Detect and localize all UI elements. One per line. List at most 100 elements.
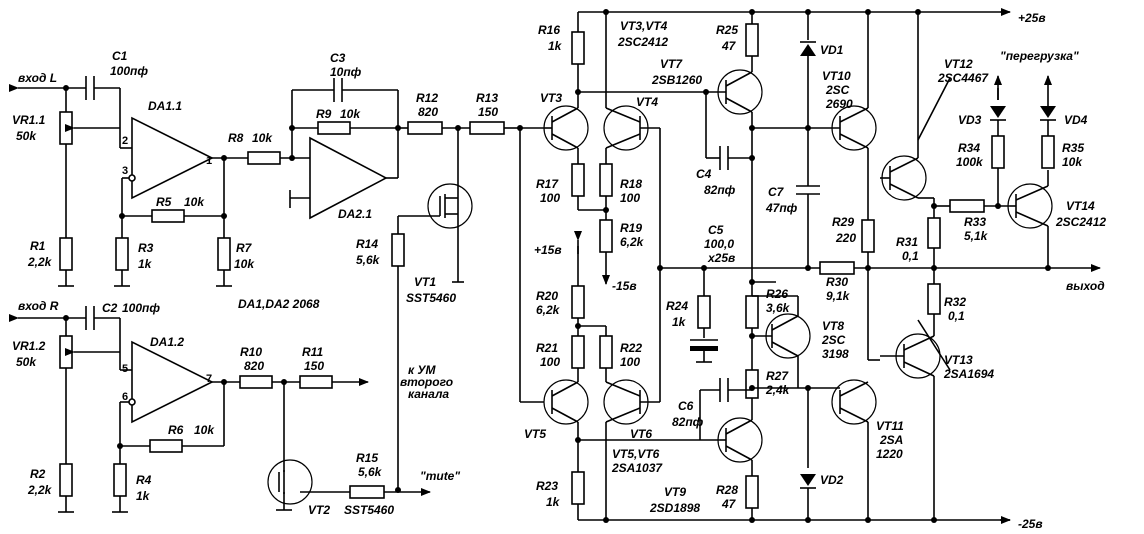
vt14-value: 2SC2412 xyxy=(1055,215,1106,229)
r13-label: R13 xyxy=(476,91,498,105)
mute-label: "mute" xyxy=(420,469,460,483)
vr11-value: 50k xyxy=(16,129,37,143)
labels: вход L вход R выход +25в -25в +15в -15в … xyxy=(12,11,1106,531)
r14-value: 5,6k xyxy=(356,253,381,267)
vd2-label: VD2 xyxy=(820,473,844,487)
c6-label: C6 xyxy=(678,399,694,413)
r6-value: 10k xyxy=(194,423,215,437)
r24-value: 1k xyxy=(672,315,687,329)
r30-value: 9,1k xyxy=(826,289,851,303)
vt11-value1: 2SA xyxy=(879,433,903,447)
r26-label: R26 xyxy=(766,287,788,301)
r12-label: R12 xyxy=(416,91,438,105)
r35-label: R35 xyxy=(1062,141,1084,155)
input-left-label: вход L xyxy=(18,71,57,85)
c5-label: C5 xyxy=(708,223,724,237)
r22-label: R22 xyxy=(620,341,642,355)
c3-label: C3 xyxy=(330,51,346,65)
r34-value: 100k xyxy=(956,155,984,169)
vt11-value2: 1220 xyxy=(876,447,903,461)
input-right-label: вход R xyxy=(18,299,59,313)
pin7: 7 xyxy=(206,373,212,385)
vt13-label: VT13 xyxy=(944,353,973,367)
c5-value2: x25в xyxy=(707,251,735,265)
r4-value: 1k xyxy=(136,489,151,503)
da21-label: DA2.1 xyxy=(338,207,372,221)
r16-value: 1k xyxy=(548,39,563,53)
vt1-label: VT1 xyxy=(414,275,436,289)
vd3-label: VD3 xyxy=(958,113,982,127)
r34-label: R34 xyxy=(958,141,980,155)
r2-value: 2,2k xyxy=(27,483,53,497)
r9-value: 10k xyxy=(340,107,361,121)
vt14-label: VT14 xyxy=(1066,199,1095,213)
vt8-value2: 3198 xyxy=(822,347,849,361)
r17-value: 100 xyxy=(540,191,560,205)
r15-value: 5,6k xyxy=(358,465,383,479)
r21-label: R21 xyxy=(536,341,558,355)
r5-label: R5 xyxy=(156,195,172,209)
r19-value: 6,2k xyxy=(620,235,645,249)
r20-label: R20 xyxy=(536,289,558,303)
vt4-label: VT4 xyxy=(636,95,658,109)
r31-label: R31 xyxy=(896,235,918,249)
vt12-value: 2SC4467 xyxy=(937,71,989,85)
vt56-value: 2SA1037 xyxy=(611,461,663,475)
da-note: DA1,DA2 2068 xyxy=(238,297,320,311)
differential-stage xyxy=(519,8,1011,524)
r6-label: R6 xyxy=(168,423,184,437)
r26-value: 3,6k xyxy=(766,301,791,315)
r2-label: R2 xyxy=(30,467,46,481)
r33-label: R33 xyxy=(964,215,986,229)
vt6-label: VT6 xyxy=(630,427,652,441)
c6-value: 82пф xyxy=(672,415,704,429)
r19-label: R19 xyxy=(620,221,642,235)
to-amp-label3: канала xyxy=(408,387,449,401)
vr12-label: VR1.2 xyxy=(12,339,46,353)
output-label: выход xyxy=(1066,279,1105,293)
voltage-amp-stage xyxy=(575,9,840,523)
vt10-value2: 2690 xyxy=(825,97,853,111)
c2-value: 100пф xyxy=(122,301,160,315)
r11-value: 150 xyxy=(304,359,324,373)
pin6: 6 xyxy=(122,391,128,403)
vt10-value1: 2SC xyxy=(825,83,850,97)
r8-value: 10k xyxy=(252,131,273,145)
to-amp-label2: второго xyxy=(400,375,453,389)
r23-value: 1k xyxy=(546,495,561,509)
da11-label: DA1.1 xyxy=(148,99,182,113)
vt9-value: 2SD1898 xyxy=(649,501,700,515)
c4-value: 82пф xyxy=(704,183,736,197)
r15-label: R15 xyxy=(356,451,378,465)
r12-value: 820 xyxy=(418,105,438,119)
vt9-label: VT9 xyxy=(664,485,686,499)
c1-value: 100пф xyxy=(110,64,148,78)
vt13-value: 2SA1694 xyxy=(943,367,994,381)
r28-label: R28 xyxy=(716,483,738,497)
to-amp-label: к УМ xyxy=(408,363,437,377)
r4-label: R4 xyxy=(136,473,152,487)
vt5-label: VT5 xyxy=(524,427,546,441)
r9-label: R9 xyxy=(316,107,332,121)
r24-label: R24 xyxy=(666,299,688,313)
right-input-stage xyxy=(9,306,431,513)
r29-label: R29 xyxy=(832,215,854,229)
c2-label: C2 xyxy=(102,301,118,315)
r32-value: 0,1 xyxy=(948,309,965,323)
r11-label: R11 xyxy=(302,345,323,359)
vt12-label: VT12 xyxy=(944,57,973,71)
left-input-stage xyxy=(9,76,523,490)
c5-value1: 100,0 xyxy=(704,237,734,251)
vt34-label: VT3,VT4 xyxy=(620,19,668,33)
r33-value: 5,1k xyxy=(964,229,989,243)
overload-label: "перегрузка" xyxy=(1000,49,1079,63)
r31-value: 0,1 xyxy=(902,249,919,263)
c7-label: C7 xyxy=(768,185,785,199)
v15n-label: -15в xyxy=(612,279,637,293)
r10-value: 820 xyxy=(244,359,264,373)
vt7-label: VT7 xyxy=(660,57,683,71)
vt56-label: VT5,VT6 xyxy=(612,447,660,461)
r14-label: R14 xyxy=(356,237,378,251)
c1-label: C1 xyxy=(112,49,128,63)
